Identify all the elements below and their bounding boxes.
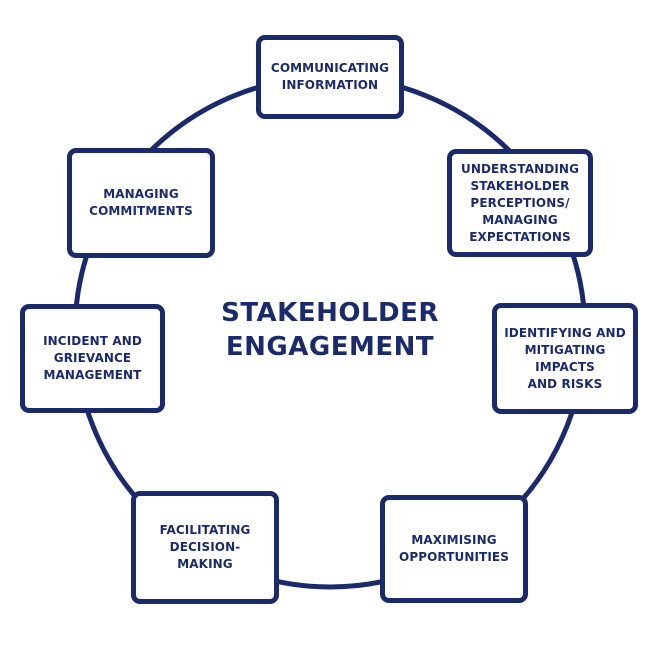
node-facilitating-decision-making: FACILITATING DECISION-MAKING — [131, 491, 279, 604]
node-label: MANAGING COMMITMENTS — [89, 187, 193, 218]
node-understanding-stakeholder-perceptions: UNDERSTANDING STAKEHOLDER PERCEPTIONS/ M… — [447, 149, 593, 257]
node-label: MAXIMISING OPPORTUNITIES — [399, 533, 509, 564]
node-label: FACILITATING DECISION-MAKING — [159, 523, 251, 571]
node-managing-commitments: MANAGING COMMITMENTS — [67, 148, 215, 258]
node-label: IDENTIFYING AND MITIGATING IMPACTS AND R… — [504, 325, 626, 391]
node-incident-and-grievance-management: INCIDENT AND GRIEVANCE MANAGEMENT — [20, 304, 165, 413]
center-title: STAKEHOLDER ENGAGEMENT — [221, 298, 439, 362]
node-communicating-information: COMMUNICATING INFORMATION — [256, 35, 404, 119]
node-label: COMMUNICATING INFORMATION — [270, 61, 390, 92]
node-maximising-opportunities: MAXIMISING OPPORTUNITIES — [380, 495, 528, 603]
node-label: INCIDENT AND GRIEVANCE MANAGEMENT — [43, 334, 142, 382]
node-identifying-and-mitigating-impacts: IDENTIFYING AND MITIGATING IMPACTS AND R… — [492, 303, 638, 414]
node-label: UNDERSTANDING STAKEHOLDER PERCEPTIONS/ M… — [460, 161, 580, 244]
